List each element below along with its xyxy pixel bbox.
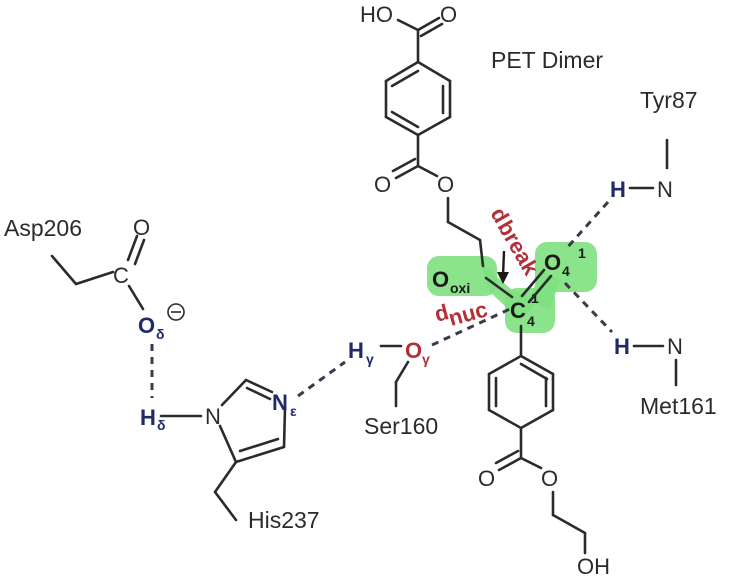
- c4-atom: C: [510, 298, 526, 323]
- his237-residue: H δ N N ε His237: [140, 378, 320, 533]
- bottom-ester-oxygen: O: [541, 466, 558, 491]
- ser-hg-subscript: γ: [366, 351, 374, 367]
- his-hd-subscript: δ: [157, 417, 166, 433]
- svg-text:break: break: [493, 216, 544, 280]
- asp206-label: Asp206: [4, 215, 82, 241]
- ser160-residue: H γ O γ Ser160: [348, 338, 438, 439]
- met-h-atom: H: [614, 334, 630, 359]
- c4-subscript: 4: [527, 313, 535, 329]
- nucleophilic-distance-line: [431, 306, 513, 347]
- asp-od-atom: O: [138, 313, 155, 338]
- middle-ester-oxygen: O: [437, 172, 454, 197]
- negative-charge-icon: [167, 303, 185, 321]
- pet-dimer-molecule: HO O O O O oxi C 4 1: [360, 2, 610, 578]
- his237-label: His237: [248, 507, 320, 533]
- o4-superscript: 1: [578, 245, 586, 261]
- ser-og-atom: O: [405, 338, 422, 363]
- c4-superscript: 1: [531, 290, 539, 306]
- met-n-atom: N: [667, 334, 683, 359]
- pet-dimer-title: PET Dimer: [491, 47, 603, 73]
- tyr-h-atom: H: [610, 177, 626, 202]
- met161-residue: H N Met161: [614, 334, 717, 419]
- bond-break-arrow-icon: [497, 250, 509, 284]
- ooxi-atom: O: [432, 267, 449, 292]
- ooxi-subscript: oxi: [450, 280, 470, 296]
- tyr-n-atom: N: [657, 177, 673, 202]
- his-n1-atom: N: [205, 404, 221, 429]
- his-ne-subscript: ε: [290, 403, 297, 419]
- hbond-his-ser: [297, 360, 346, 398]
- top-hydroxyl: HO: [360, 2, 393, 27]
- asp-od-subscript: δ: [156, 326, 165, 342]
- hbond-met-o4: [563, 281, 614, 334]
- svg-text:nuc: nuc: [446, 297, 490, 331]
- o4-atom: O: [544, 250, 561, 275]
- hbond-tyr-o4: [563, 200, 610, 252]
- asp206-residue: C O O δ Asp206: [4, 215, 185, 342]
- asp-carbon: C: [113, 263, 129, 288]
- tyr87-label: Tyr87: [640, 87, 698, 113]
- svg-text:d: d: [432, 299, 451, 327]
- d-nuc-label: d nuc: [432, 297, 490, 331]
- his-ne-atom: N: [272, 390, 288, 415]
- his-hd-atom: H: [140, 405, 156, 430]
- asp-carbonyl-oxygen: O: [133, 215, 150, 240]
- middle-carbonyl-oxygen: O: [374, 172, 391, 197]
- ser-hg-atom: H: [348, 338, 364, 363]
- ser-og-subscript: γ: [422, 351, 430, 367]
- ser160-label: Ser160: [364, 413, 438, 439]
- met161-label: Met161: [640, 393, 717, 419]
- tyr87-residue: Tyr87 H N: [610, 87, 698, 202]
- o4-subscript: 4: [562, 263, 570, 279]
- terminal-hydroxyl: OH: [577, 554, 610, 578]
- bottom-carbonyl-oxygen: O: [478, 466, 495, 491]
- top-carbonyl-oxygen: O: [440, 2, 457, 27]
- scissile-bond-highlight: [427, 242, 597, 333]
